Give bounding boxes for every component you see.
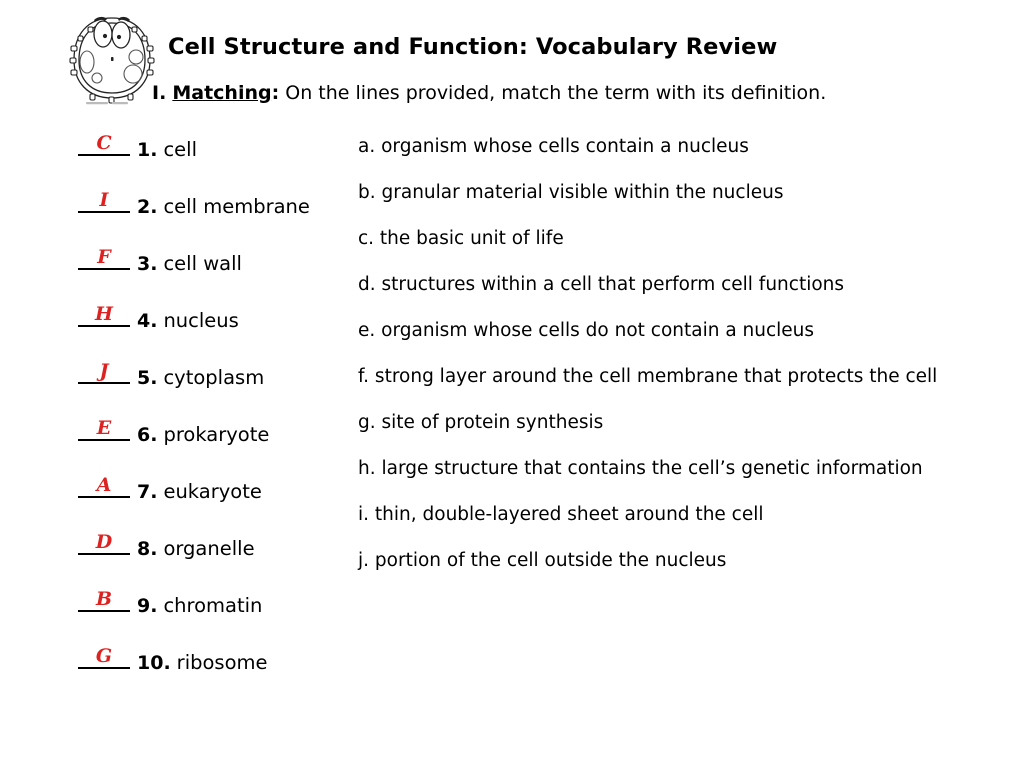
term-label: cell membrane <box>163 195 310 218</box>
term-number: 8. <box>137 538 158 560</box>
term-label: cell <box>163 138 198 161</box>
term-number: 6. <box>137 424 158 446</box>
term-row: J 5. cytoplasm <box>78 356 348 413</box>
worksheet-header: Cell Structure and Function: Vocabulary … <box>0 0 1024 120</box>
answer-letter: G <box>95 645 113 667</box>
answer-blank-3[interactable]: F <box>78 242 130 270</box>
term-row: H 4. nucleus <box>78 299 348 356</box>
term-number: 10. <box>137 652 171 674</box>
term-row: I 2. cell membrane <box>78 185 348 242</box>
answer-blank-8[interactable]: D <box>78 527 130 555</box>
definition-item: d. structures within a cell that perform… <box>358 274 845 295</box>
instructions-line: I. Matching: On the lines provided, matc… <box>152 82 826 104</box>
term-label: eukaryote <box>163 480 262 503</box>
term-row: B 9. chromatin <box>78 584 348 641</box>
answer-letter: I <box>99 189 109 211</box>
definition-item: c. the basic unit of life <box>358 228 564 249</box>
term-number: 1. <box>137 139 158 161</box>
definition-item: b. granular material visible within the … <box>358 182 784 203</box>
page-title: Cell Structure and Function: Vocabulary … <box>168 34 778 60</box>
matching-exercise: C 1. cell I 2. cell membrane F 3. cell w… <box>0 120 1024 768</box>
answer-letter: F <box>97 246 111 268</box>
definition-item: f. strong layer around the cell membrane… <box>358 366 938 387</box>
term-number: 5. <box>137 367 158 389</box>
term-label: cell wall <box>163 252 242 275</box>
answer-letter: D <box>95 531 113 553</box>
answer-blank-10[interactable]: G <box>78 641 130 669</box>
definition-item: a. organism whose cells contain a nucleu… <box>358 136 749 157</box>
term-label: chromatin <box>163 594 263 617</box>
term-label: organelle <box>163 537 255 560</box>
answer-blank-4[interactable]: H <box>78 299 130 327</box>
answer-blank-9[interactable]: B <box>78 584 130 612</box>
term-row: E 6. prokaryote <box>78 413 348 470</box>
term-row: G 10. ribosome <box>78 641 348 698</box>
instructions-text: On the lines provided, match the term wi… <box>285 82 827 104</box>
answer-blank-5[interactable]: J <box>78 356 130 384</box>
definition-item: g. site of protein synthesis <box>358 412 604 433</box>
term-row: F 3. cell wall <box>78 242 348 299</box>
answer-blank-1[interactable]: C <box>78 128 130 156</box>
term-row: D 8. organelle <box>78 527 348 584</box>
answer-blank-2[interactable]: I <box>78 185 130 213</box>
term-number: 7. <box>137 481 158 503</box>
term-row: C 1. cell <box>78 128 348 185</box>
term-number: 2. <box>137 196 158 218</box>
section-label-matching: Matching <box>172 82 272 104</box>
definition-item: i. thin, double-layered sheet around the… <box>358 504 764 525</box>
definition-item: h. large structure that contains the cel… <box>358 458 923 479</box>
term-number: 3. <box>137 253 158 275</box>
answer-blank-6[interactable]: E <box>78 413 130 441</box>
answer-letter: H <box>95 303 113 325</box>
section-numeral: I. <box>152 82 167 104</box>
term-number: 4. <box>137 310 158 332</box>
term-row: A 7. eukaryote <box>78 470 348 527</box>
answer-letter: B <box>95 588 113 610</box>
answer-letter: A <box>96 474 112 496</box>
term-label: prokaryote <box>163 423 270 446</box>
term-number: 9. <box>137 595 158 617</box>
cartoon-cell-diagram-icon <box>66 12 158 108</box>
answer-letter: E <box>96 417 112 439</box>
answer-letter: C <box>96 132 112 154</box>
definition-item: e. organism whose cells do not contain a… <box>358 320 815 341</box>
definitions-column: a. organism whose cells contain a nucleu… <box>358 134 958 594</box>
term-label: ribosome <box>176 651 268 674</box>
answer-letter: J <box>99 360 109 382</box>
instructions-colon: : <box>271 82 280 104</box>
term-label: nucleus <box>163 309 239 332</box>
terms-column: C 1. cell I 2. cell membrane F 3. cell w… <box>78 128 348 698</box>
answer-blank-7[interactable]: A <box>78 470 130 498</box>
term-label: cytoplasm <box>163 366 265 389</box>
definition-item: j. portion of the cell outside the nucle… <box>358 550 727 571</box>
